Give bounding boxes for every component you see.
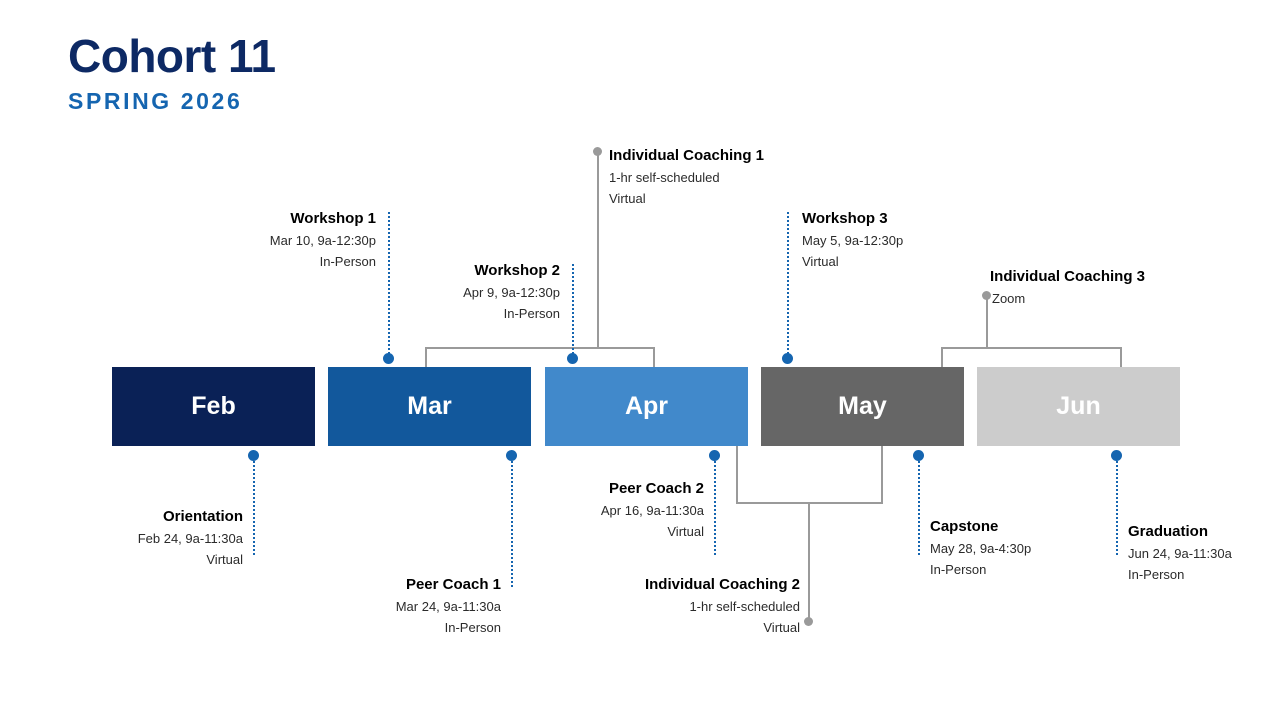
- coaching3-dot: [982, 291, 991, 300]
- coaching2-title: Individual Coaching 2: [644, 576, 800, 593]
- title-block: Cohort 11 SPRING 2026: [68, 32, 276, 115]
- workshop3-date: May 5, 9a-12:30p: [802, 232, 904, 248]
- graduation-title: Graduation: [1128, 523, 1209, 540]
- peercoach2-connector: [714, 456, 716, 555]
- callout-coaching3[interactable]: Individual Coaching 3 Zoom: [990, 266, 1146, 309]
- month-label-feb: Feb: [191, 392, 236, 420]
- peercoach1-dot: [506, 450, 517, 461]
- workshop2-mode: In-Person: [503, 306, 560, 322]
- workshop3-connector: [787, 212, 789, 362]
- workshop1-dot: [383, 353, 394, 364]
- workshop2-connector: [572, 264, 574, 362]
- month-box-may[interactable]: May: [761, 367, 964, 446]
- peercoach2-date: Apr 16, 9a-11:30a: [600, 502, 704, 518]
- peercoach2-dot: [709, 450, 720, 461]
- month-label-jun: Jun: [1056, 392, 1101, 420]
- coaching1-title: Individual Coaching 1: [609, 147, 765, 164]
- peercoach1-title: Peer Coach 1: [405, 576, 501, 593]
- coaching2-dot: [804, 617, 813, 626]
- callout-coaching1[interactable]: Individual Coaching 1 1-hr self-schedule…: [609, 145, 764, 210]
- orientation-mode: Virtual: [206, 552, 243, 568]
- month-label-mar: Mar: [407, 392, 452, 420]
- workshop2-dot: [567, 353, 578, 364]
- peercoach1-connector: [511, 456, 513, 587]
- capstone-mode: In-Person: [930, 562, 987, 578]
- bracket-coaching3: [941, 347, 1122, 367]
- coaching3-date: Zoom: [992, 290, 1026, 306]
- workshop1-mode: In-Person: [319, 254, 376, 270]
- peercoach1-mode: In-Person: [444, 620, 501, 636]
- month-box-apr[interactable]: Apr: [545, 367, 748, 446]
- callout-workshop3[interactable]: Workshop 3 May 5, 9a-12:30p Virtual: [802, 208, 903, 273]
- callout-workshop2[interactable]: Workshop 2 Apr 9, 9a-12:30p In-Person: [302, 260, 560, 325]
- callout-peercoach1[interactable]: Peer Coach 1 Mar 24, 9a-11:30a In-Person: [248, 574, 501, 639]
- coaching1-dot: [593, 147, 602, 156]
- callout-capstone[interactable]: Capstone May 28, 9a-4:30p In-Person: [930, 516, 1031, 581]
- month-box-jun[interactable]: Jun: [977, 367, 1180, 446]
- bracket-coaching2: [736, 446, 883, 504]
- workshop1-date: Mar 10, 9a-12:30p: [269, 232, 376, 248]
- workshop3-dot: [782, 353, 793, 364]
- month-box-mar[interactable]: Mar: [328, 367, 531, 446]
- workshop2-title: Workshop 2: [474, 262, 560, 279]
- callout-graduation[interactable]: Graduation Jun 24, 9a-11:30a In-Person: [1128, 521, 1232, 586]
- workshop1-title: Workshop 1: [290, 210, 376, 227]
- coaching2-mode: Virtual: [763, 620, 800, 636]
- workshop2-date: Apr 9, 9a-12:30p: [463, 284, 560, 300]
- peercoach2-mode: Virtual: [667, 524, 704, 540]
- workshop3-mode: Virtual: [802, 254, 839, 270]
- graduation-dot: [1111, 450, 1122, 461]
- coaching1-date: 1-hr self-scheduled: [609, 169, 720, 185]
- coaching1-mode: Virtual: [609, 191, 646, 207]
- month-label-apr: Apr: [624, 392, 669, 420]
- callout-peercoach2[interactable]: Peer Coach 2 Apr 16, 9a-11:30a Virtual: [451, 478, 704, 543]
- month-box-feb[interactable]: Feb: [112, 367, 315, 446]
- page-subtitle: SPRING 2026: [68, 88, 243, 115]
- graduation-connector: [1116, 456, 1118, 555]
- coaching3-riser: [986, 296, 988, 348]
- coaching2-date: 1-hr self-scheduled: [689, 598, 800, 614]
- capstone-date: May 28, 9a-4:30p: [930, 540, 1032, 556]
- orientation-date: Feb 24, 9a-11:30a: [137, 530, 243, 546]
- capstone-dot: [913, 450, 924, 461]
- workshop3-title: Workshop 3: [802, 210, 888, 227]
- peercoach2-title: Peer Coach 2: [608, 480, 704, 497]
- callout-coaching2[interactable]: Individual Coaching 2 1-hr self-schedule…: [545, 574, 800, 639]
- capstone-connector: [918, 456, 920, 555]
- page-title: Cohort 11: [68, 30, 276, 82]
- orientation-dot: [248, 450, 259, 461]
- graduation-mode: In-Person: [1128, 567, 1185, 583]
- bracket-coaching1: [425, 347, 655, 367]
- orientation-title: Orientation: [162, 508, 243, 525]
- graduation-date: Jun 24, 9a-11:30a: [1128, 545, 1232, 561]
- orientation-connector: [253, 456, 255, 555]
- coaching3-title: Individual Coaching 3: [990, 268, 1146, 285]
- coaching1-riser: [597, 152, 599, 348]
- month-label-may: May: [838, 392, 887, 420]
- callout-orientation[interactable]: Orientation Feb 24, 9a-11:30a Virtual: [0, 506, 243, 571]
- peercoach1-date: Mar 24, 9a-11:30a: [395, 598, 501, 614]
- capstone-title: Capstone: [930, 518, 999, 535]
- coaching2-dropper: [808, 502, 810, 619]
- callout-workshop1[interactable]: Workshop 1 Mar 10, 9a-12:30p In-Person: [118, 208, 376, 273]
- workshop1-connector: [388, 212, 390, 362]
